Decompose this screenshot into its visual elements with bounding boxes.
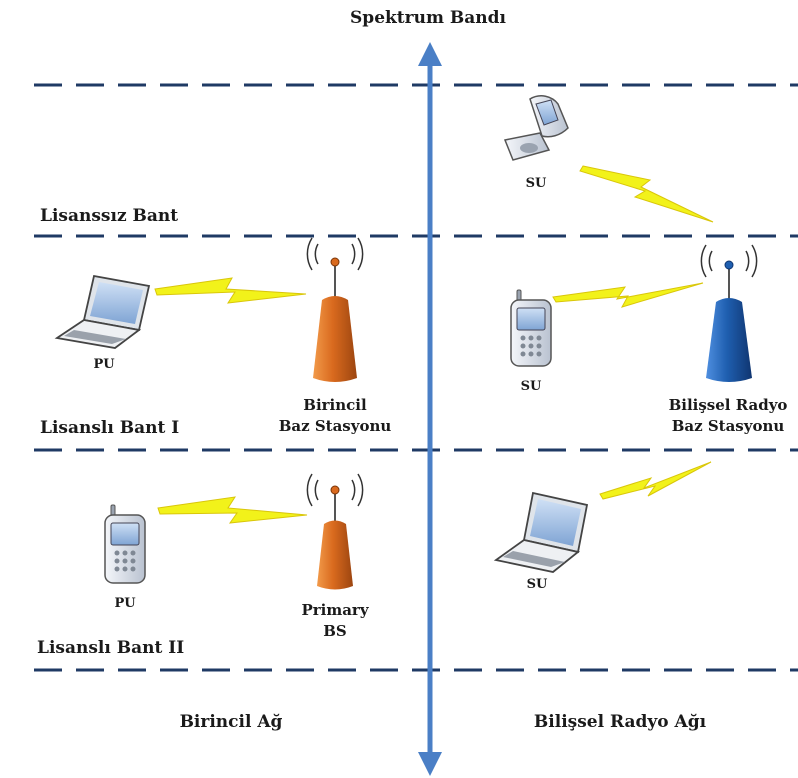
- device-label-pu-phone: PU: [114, 596, 136, 611]
- station-label-primary1-line1: Birincil: [303, 396, 367, 414]
- axis-title: Spektrum Bandı: [350, 8, 506, 28]
- flip-phone-icon: [503, 95, 569, 161]
- spectrum-axis: [418, 42, 442, 776]
- axis-arrow-up: [418, 42, 442, 66]
- lightning-icon: [579, 165, 714, 223]
- band-dividers: [34, 83, 798, 672]
- band-label-licensed1: Lisanslı Bant I: [40, 418, 179, 438]
- lightning-icon: [599, 461, 712, 500]
- station-label-primary2-line1: Primary: [301, 601, 369, 619]
- device-label-su-laptop: SU: [527, 577, 548, 592]
- laptop-icon: [493, 491, 589, 573]
- network-label-right: Bilişsel Radyo Ağı: [534, 712, 707, 732]
- lightning-icon: [154, 277, 307, 304]
- band-label-unlicensed: Lisanssız Bant: [40, 206, 178, 226]
- axis-arrow-down: [418, 752, 442, 776]
- primary-base-station-icon: [306, 473, 364, 590]
- device-label-su-top: SU: [526, 176, 547, 191]
- mobile-phone-icon: [510, 289, 552, 367]
- lightning-links: [154, 165, 714, 524]
- cognitive-radio-base-station-icon: [700, 244, 758, 382]
- station-label-cr-line1: Bilişsel Radyo: [669, 396, 788, 414]
- mobile-phone-icon: [104, 504, 146, 584]
- station-label-cr-line2: Baz Stasyonu: [672, 417, 785, 435]
- station-label-primary2-line2: BS: [323, 622, 347, 640]
- lightning-icon: [552, 282, 704, 308]
- band-label-licensed2: Lisanslı Bant II: [37, 638, 184, 658]
- station-label-primary1-line2: Baz Stasyonu: [279, 417, 392, 435]
- lightning-icon: [157, 496, 308, 524]
- primary-base-station-icon: [306, 237, 364, 382]
- device-label-pu-laptop: PU: [93, 357, 115, 372]
- device-label-su-phone: SU: [521, 379, 542, 394]
- network-label-left: Birincil Ağ: [180, 712, 283, 732]
- laptop-icon: [54, 274, 151, 349]
